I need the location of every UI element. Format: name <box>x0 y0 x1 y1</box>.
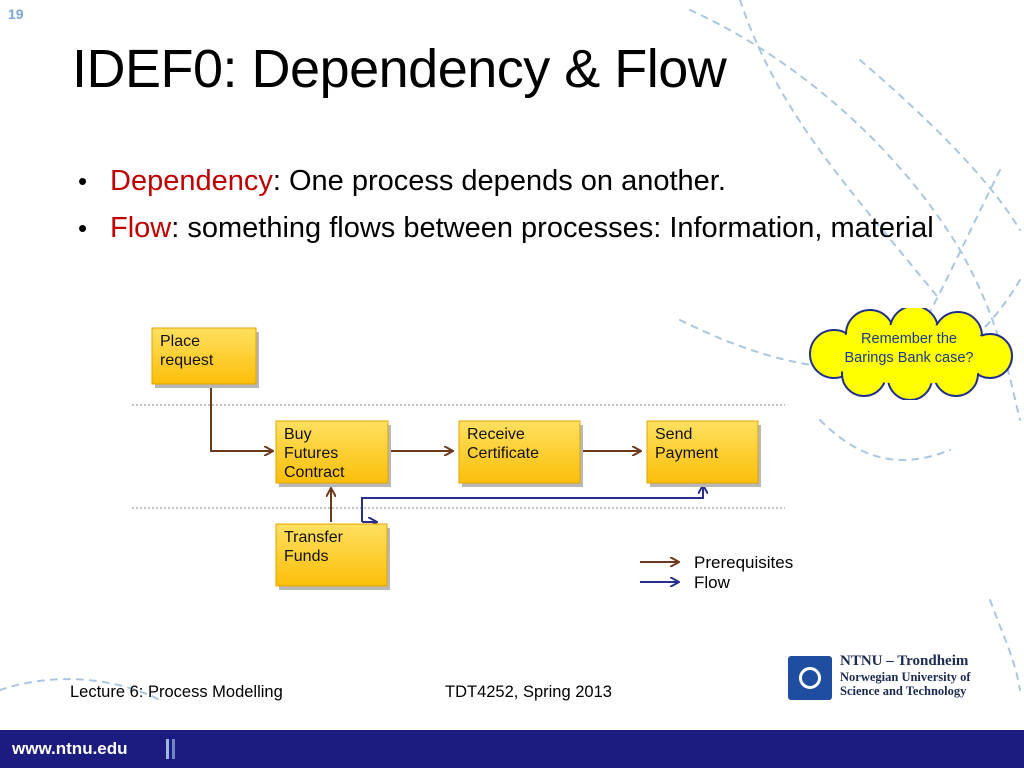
box-label-line: Send <box>655 426 692 443</box>
footer-course: TDT4252, Spring 2013 <box>445 683 612 701</box>
box-fill <box>275 420 389 484</box>
band-divider <box>166 739 169 759</box>
box-label-line: Receive <box>467 426 525 443</box>
flow-arrow <box>361 486 703 522</box>
bullet-term: Flow <box>110 212 172 244</box>
box-fill <box>275 523 388 587</box>
box-label-line: request <box>160 352 214 369</box>
org-title: NTNU – Trondheim <box>840 653 969 669</box>
legend-prerequisites-label: Prerequisites <box>694 553 793 572</box>
bullet-flow: Flow: something flows between processes:… <box>70 211 970 245</box>
logo-ring-icon <box>799 667 821 689</box>
callout-text: Remember the Barings Bank case? <box>844 331 974 366</box>
bullet-term: Dependency <box>110 165 273 197</box>
process-box-place-request: Place request <box>151 327 259 388</box>
box-fill <box>458 420 581 484</box>
box-label-line: Funds <box>284 548 328 565</box>
box-label-line: Certificate <box>467 445 539 462</box>
box-fill <box>646 420 759 484</box>
callout-cloud: Remember the Barings Bank case? <box>798 308 1022 400</box>
footer-band: www.ntnu.edu <box>0 730 1024 768</box>
box-label-line: Futures <box>284 445 338 462</box>
org-subtitle-1: Norwegian University of <box>840 670 971 684</box>
box-label-line: Buy <box>284 426 312 443</box>
bullet-dependency: Dependency: One process depends on anoth… <box>70 164 970 198</box>
box-fill <box>151 327 257 385</box>
prerequisite-arrow <box>210 384 272 451</box>
bullet-text: : something flows between processes: Inf… <box>171 212 934 244</box>
box-label-line: Contract <box>284 464 345 481</box>
bullet-text: : One process depends on another. <box>272 165 726 197</box>
bullet-list: Dependency: One process depends on anoth… <box>70 164 970 258</box>
legend-flow-label: Flow <box>694 573 731 592</box>
footer-lecture: Lecture 6: Process Modelling <box>70 683 283 701</box>
slide-number: 19 <box>8 6 24 22</box>
page-title: IDEF0: Dependency & Flow <box>72 39 727 99</box>
band-divider <box>172 739 175 759</box>
footer-url[interactable]: www.ntnu.edu <box>12 739 128 758</box>
box-label-line: Transfer <box>284 529 344 546</box>
ntnu-logo <box>788 656 832 700</box>
cloud-shape <box>809 308 1013 400</box>
org-subtitle-2: Science and Technology <box>840 684 967 698</box>
box-label-line: Place <box>160 333 200 350</box>
ntnu-logo-text: NTNU – Trondheim Norwegian University of… <box>840 653 1020 698</box>
box-label-line: Payment <box>655 445 719 462</box>
